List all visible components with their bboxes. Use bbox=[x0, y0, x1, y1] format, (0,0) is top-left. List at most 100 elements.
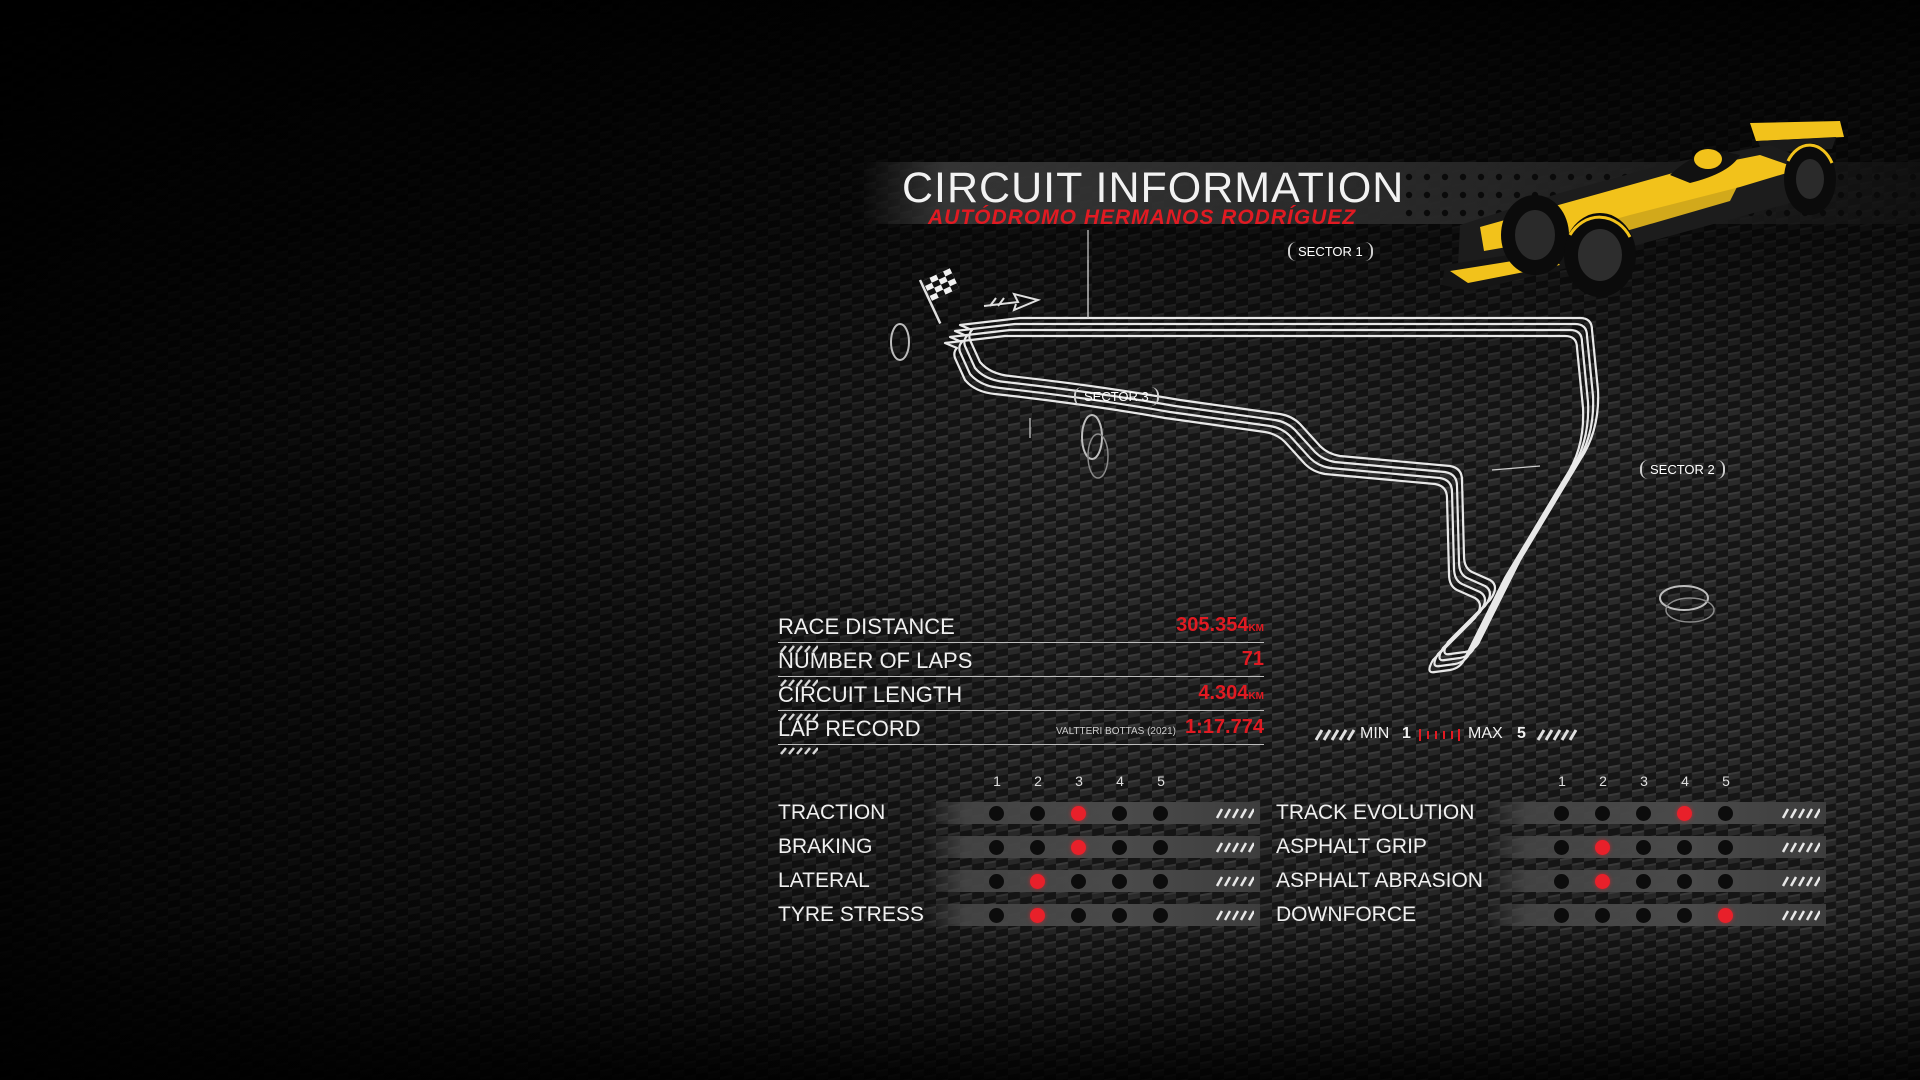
stat-value: 4.304 bbox=[1198, 682, 1249, 704]
rating-scale-number: 4 bbox=[1681, 773, 1689, 789]
rating-dot bbox=[1677, 874, 1692, 889]
rating-dot bbox=[1554, 840, 1569, 855]
rating-dot bbox=[989, 806, 1004, 821]
rating-dot bbox=[1636, 840, 1651, 855]
rating-dot bbox=[989, 874, 1004, 889]
rating-dot-active bbox=[1030, 874, 1045, 889]
rating-label: TRACK EVOLUTION bbox=[1276, 801, 1475, 824]
rating-bar bbox=[1486, 870, 1826, 892]
stat-value: 1:17.774 bbox=[1185, 716, 1264, 738]
rating-dot bbox=[1153, 874, 1168, 889]
rating-dot bbox=[1030, 806, 1045, 821]
rating-label: TRACTION bbox=[778, 801, 886, 824]
checkered-flag-icon bbox=[918, 268, 960, 325]
stat-unit: KM bbox=[1248, 691, 1264, 702]
rating-dot bbox=[1554, 806, 1569, 821]
stat-value-wrap: 4.304KM bbox=[1198, 682, 1264, 705]
rating-dot bbox=[1718, 840, 1733, 855]
stat-row: RACE DISTANCE 305.354KM bbox=[778, 612, 1264, 653]
stat-value-wrap: 71 bbox=[1242, 648, 1264, 671]
rating-dot bbox=[1636, 908, 1651, 923]
rating-dot bbox=[989, 908, 1004, 923]
rating-dot bbox=[1071, 908, 1086, 923]
rating-dot bbox=[1153, 840, 1168, 855]
stat-value: 71 bbox=[1241, 648, 1264, 670]
rating-bar bbox=[1486, 802, 1826, 824]
hatch-icon bbox=[780, 713, 818, 721]
rating-dot bbox=[1153, 908, 1168, 923]
circuit-map bbox=[890, 230, 1715, 674]
rating-dot bbox=[1030, 840, 1045, 855]
hatch-icon bbox=[1215, 842, 1254, 853]
rating-dot bbox=[1554, 874, 1569, 889]
hatch-icon bbox=[1781, 910, 1820, 921]
rating-dot bbox=[1718, 874, 1733, 889]
rating-dot bbox=[1153, 806, 1168, 821]
rating-dot bbox=[1677, 840, 1692, 855]
rating-dot bbox=[1595, 908, 1610, 923]
scale-max-value: 5 bbox=[1517, 725, 1526, 742]
hatch-icon bbox=[780, 747, 818, 755]
rating-bar bbox=[1486, 904, 1826, 926]
stat-label: CIRCUIT LENGTH bbox=[778, 682, 963, 707]
arrow-right-icon bbox=[983, 292, 1042, 312]
hatch-icon bbox=[1314, 729, 1356, 741]
sector-3-label: SECTOR 3 bbox=[1074, 387, 1159, 406]
scale-legend: MIN 1 MAX 5 bbox=[1312, 724, 1582, 746]
circuit-name: AUTÓDROMO HERMANOS RODRÍGUEZ bbox=[928, 206, 1357, 229]
stat-label: RACE DISTANCE bbox=[778, 614, 955, 639]
rating-dot-active bbox=[1718, 908, 1733, 923]
rating-bar bbox=[925, 802, 1260, 824]
rating-dot bbox=[1554, 908, 1569, 923]
rating-label: TYRE STRESS bbox=[778, 903, 924, 926]
rating-scale-number: 1 bbox=[1558, 773, 1566, 789]
stat-divider bbox=[778, 642, 1264, 643]
hatch-icon bbox=[780, 645, 818, 653]
rating-dot bbox=[1112, 840, 1127, 855]
rating-dot bbox=[989, 840, 1004, 855]
lap-record-holder: VALTTERI BOTTAS (2021) bbox=[1055, 726, 1176, 737]
stat-value-wrap: 305.354KM bbox=[1176, 614, 1264, 637]
scale-min-label: MIN bbox=[1360, 725, 1390, 742]
rating-dot-active bbox=[1595, 840, 1610, 855]
rating-dot bbox=[1718, 806, 1733, 821]
stat-unit: KM bbox=[1248, 623, 1264, 634]
rating-scale-number: 5 bbox=[1157, 773, 1165, 789]
stat-divider bbox=[778, 744, 1264, 745]
rating-dot-active bbox=[1030, 908, 1045, 923]
rating-scale-number: 3 bbox=[1640, 773, 1648, 789]
rating-bar bbox=[925, 870, 1260, 892]
rating-dot-active bbox=[1677, 806, 1692, 821]
rating-dot bbox=[1677, 908, 1692, 923]
rating-scale-number: 3 bbox=[1075, 773, 1083, 789]
rating-scale-number: 1 bbox=[993, 773, 1001, 789]
stat-divider bbox=[778, 710, 1264, 711]
sector-1-label: SECTOR 1 bbox=[1288, 242, 1373, 261]
rating-label: LATERAL bbox=[778, 869, 870, 892]
rating-bar bbox=[1486, 836, 1826, 858]
rating-dot bbox=[1112, 908, 1127, 923]
rating-scale-number: 2 bbox=[1034, 773, 1042, 789]
rating-scale-number: 4 bbox=[1116, 773, 1124, 789]
scale-ticks bbox=[1419, 729, 1460, 741]
rating-bar bbox=[925, 904, 1260, 926]
stat-divider bbox=[778, 676, 1264, 677]
hatch-icon bbox=[1781, 876, 1820, 887]
rating-dot bbox=[1112, 874, 1127, 889]
rating-dot bbox=[1071, 874, 1086, 889]
page-title: CIRCUIT INFORMATION bbox=[902, 164, 1405, 212]
stat-value: 305.354 bbox=[1176, 614, 1249, 636]
f1-car-illustration bbox=[1442, 121, 1844, 297]
stat-value-wrap: 1:17.774 bbox=[1185, 716, 1264, 739]
rating-dot-active bbox=[1071, 840, 1086, 855]
scale-max-label: MAX bbox=[1468, 725, 1503, 742]
hatch-icon bbox=[1781, 808, 1820, 819]
sector-2-label: SECTOR 2 bbox=[1640, 460, 1725, 479]
stat-row: CIRCUIT LENGTH 4.304KM bbox=[778, 680, 1264, 721]
stat-label: LAP RECORD bbox=[778, 716, 921, 741]
rating-dot bbox=[1112, 806, 1127, 821]
hatch-icon bbox=[780, 679, 818, 687]
scale-min-value: 1 bbox=[1402, 725, 1411, 742]
